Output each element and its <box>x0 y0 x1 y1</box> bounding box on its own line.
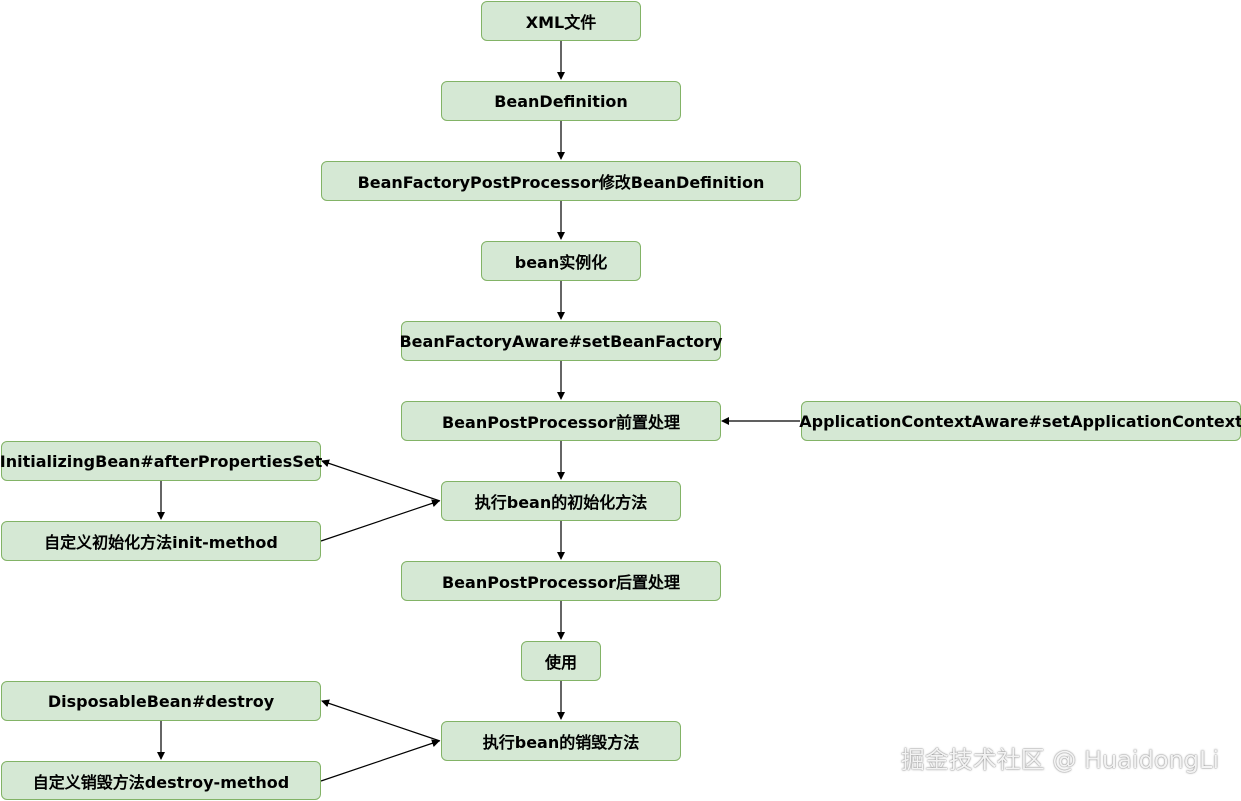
node-xml-file: XML文件 <box>481 1 641 41</box>
node-bean-definition: BeanDefinition <box>441 81 681 121</box>
node-exec-init: 执行bean的初始化方法 <box>441 481 681 521</box>
watermark: 掘金技术社区 @ HuaidongLi <box>900 746 1219 774</box>
edge-exec-init-to-initializing <box>321 459 441 502</box>
node-use: 使用 <box>521 641 601 681</box>
node-initializing-bean: InitializingBean#afterPropertiesSet <box>0 441 322 481</box>
edge-custom-init-to-exec-init <box>320 499 440 542</box>
edge-exec-destroy-to-disposable <box>321 699 441 742</box>
node-exec-destroy: 执行bean的销毁方法 <box>441 721 681 761</box>
node-custom-init: 自定义初始化方法init-method <box>1 521 321 561</box>
node-custom-destroy: 自定义销毁方法destroy-method <box>1 761 321 800</box>
node-bean-factory-aware: BeanFactoryAware#setBeanFactory <box>399 321 723 361</box>
node-bpp-before: BeanPostProcessor前置处理 <box>401 401 721 441</box>
node-bean-instantiate: bean实例化 <box>481 241 641 281</box>
node-disposable-bean: DisposableBean#destroy <box>1 681 321 721</box>
node-app-context-aware: ApplicationContextAware#setApplicationCo… <box>799 401 1241 441</box>
node-bpp-after: BeanPostProcessor后置处理 <box>401 561 721 601</box>
edge-custom-destroy-to-exec-destroy <box>320 739 440 782</box>
node-bfpp-modify: BeanFactoryPostProcessor修改BeanDefinition <box>321 161 801 201</box>
